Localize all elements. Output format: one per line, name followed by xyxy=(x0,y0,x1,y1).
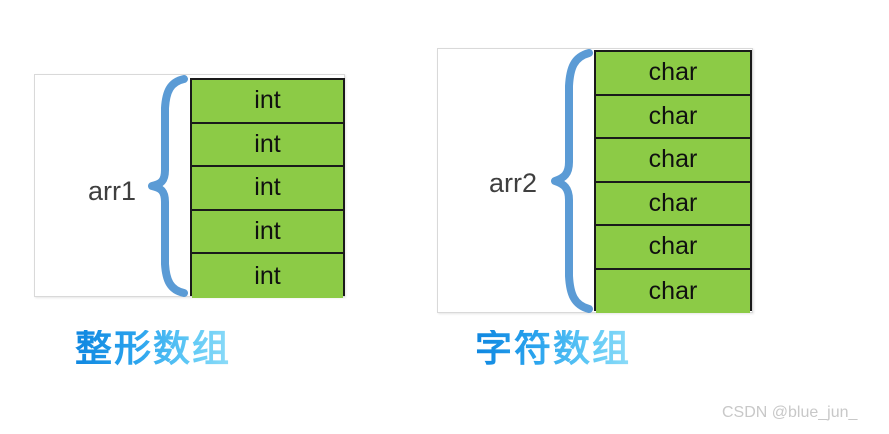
array-cell: int xyxy=(192,80,343,124)
array-cell: char xyxy=(596,269,750,313)
figure-char-array: arr2 char char char char char char 字符数组 xyxy=(400,0,889,434)
caption-char-array: 字符数组 xyxy=(475,327,631,370)
array-cell: int xyxy=(192,254,343,298)
array-cells-int: int int int int int xyxy=(190,78,345,298)
array-cell: char xyxy=(596,226,750,270)
array-cell: char xyxy=(596,95,750,139)
array-cells-char: char char char char char char xyxy=(594,50,752,313)
array-cell: char xyxy=(596,52,750,96)
array-cell: char xyxy=(596,182,750,226)
array-cell: char xyxy=(596,139,750,183)
caption-int-array: 整形数组 xyxy=(75,327,231,370)
array-cell: int xyxy=(192,210,343,255)
array-label-arr1: arr1 xyxy=(88,176,137,206)
array-cell: int xyxy=(192,167,343,211)
figure-int-array: arr1 int int int int int 整形数组 xyxy=(0,0,420,434)
array-cell: int xyxy=(192,123,343,168)
csdn-watermark: CSDN @blue_jun_ xyxy=(722,404,858,421)
array-label-arr2: arr2 xyxy=(489,168,538,198)
